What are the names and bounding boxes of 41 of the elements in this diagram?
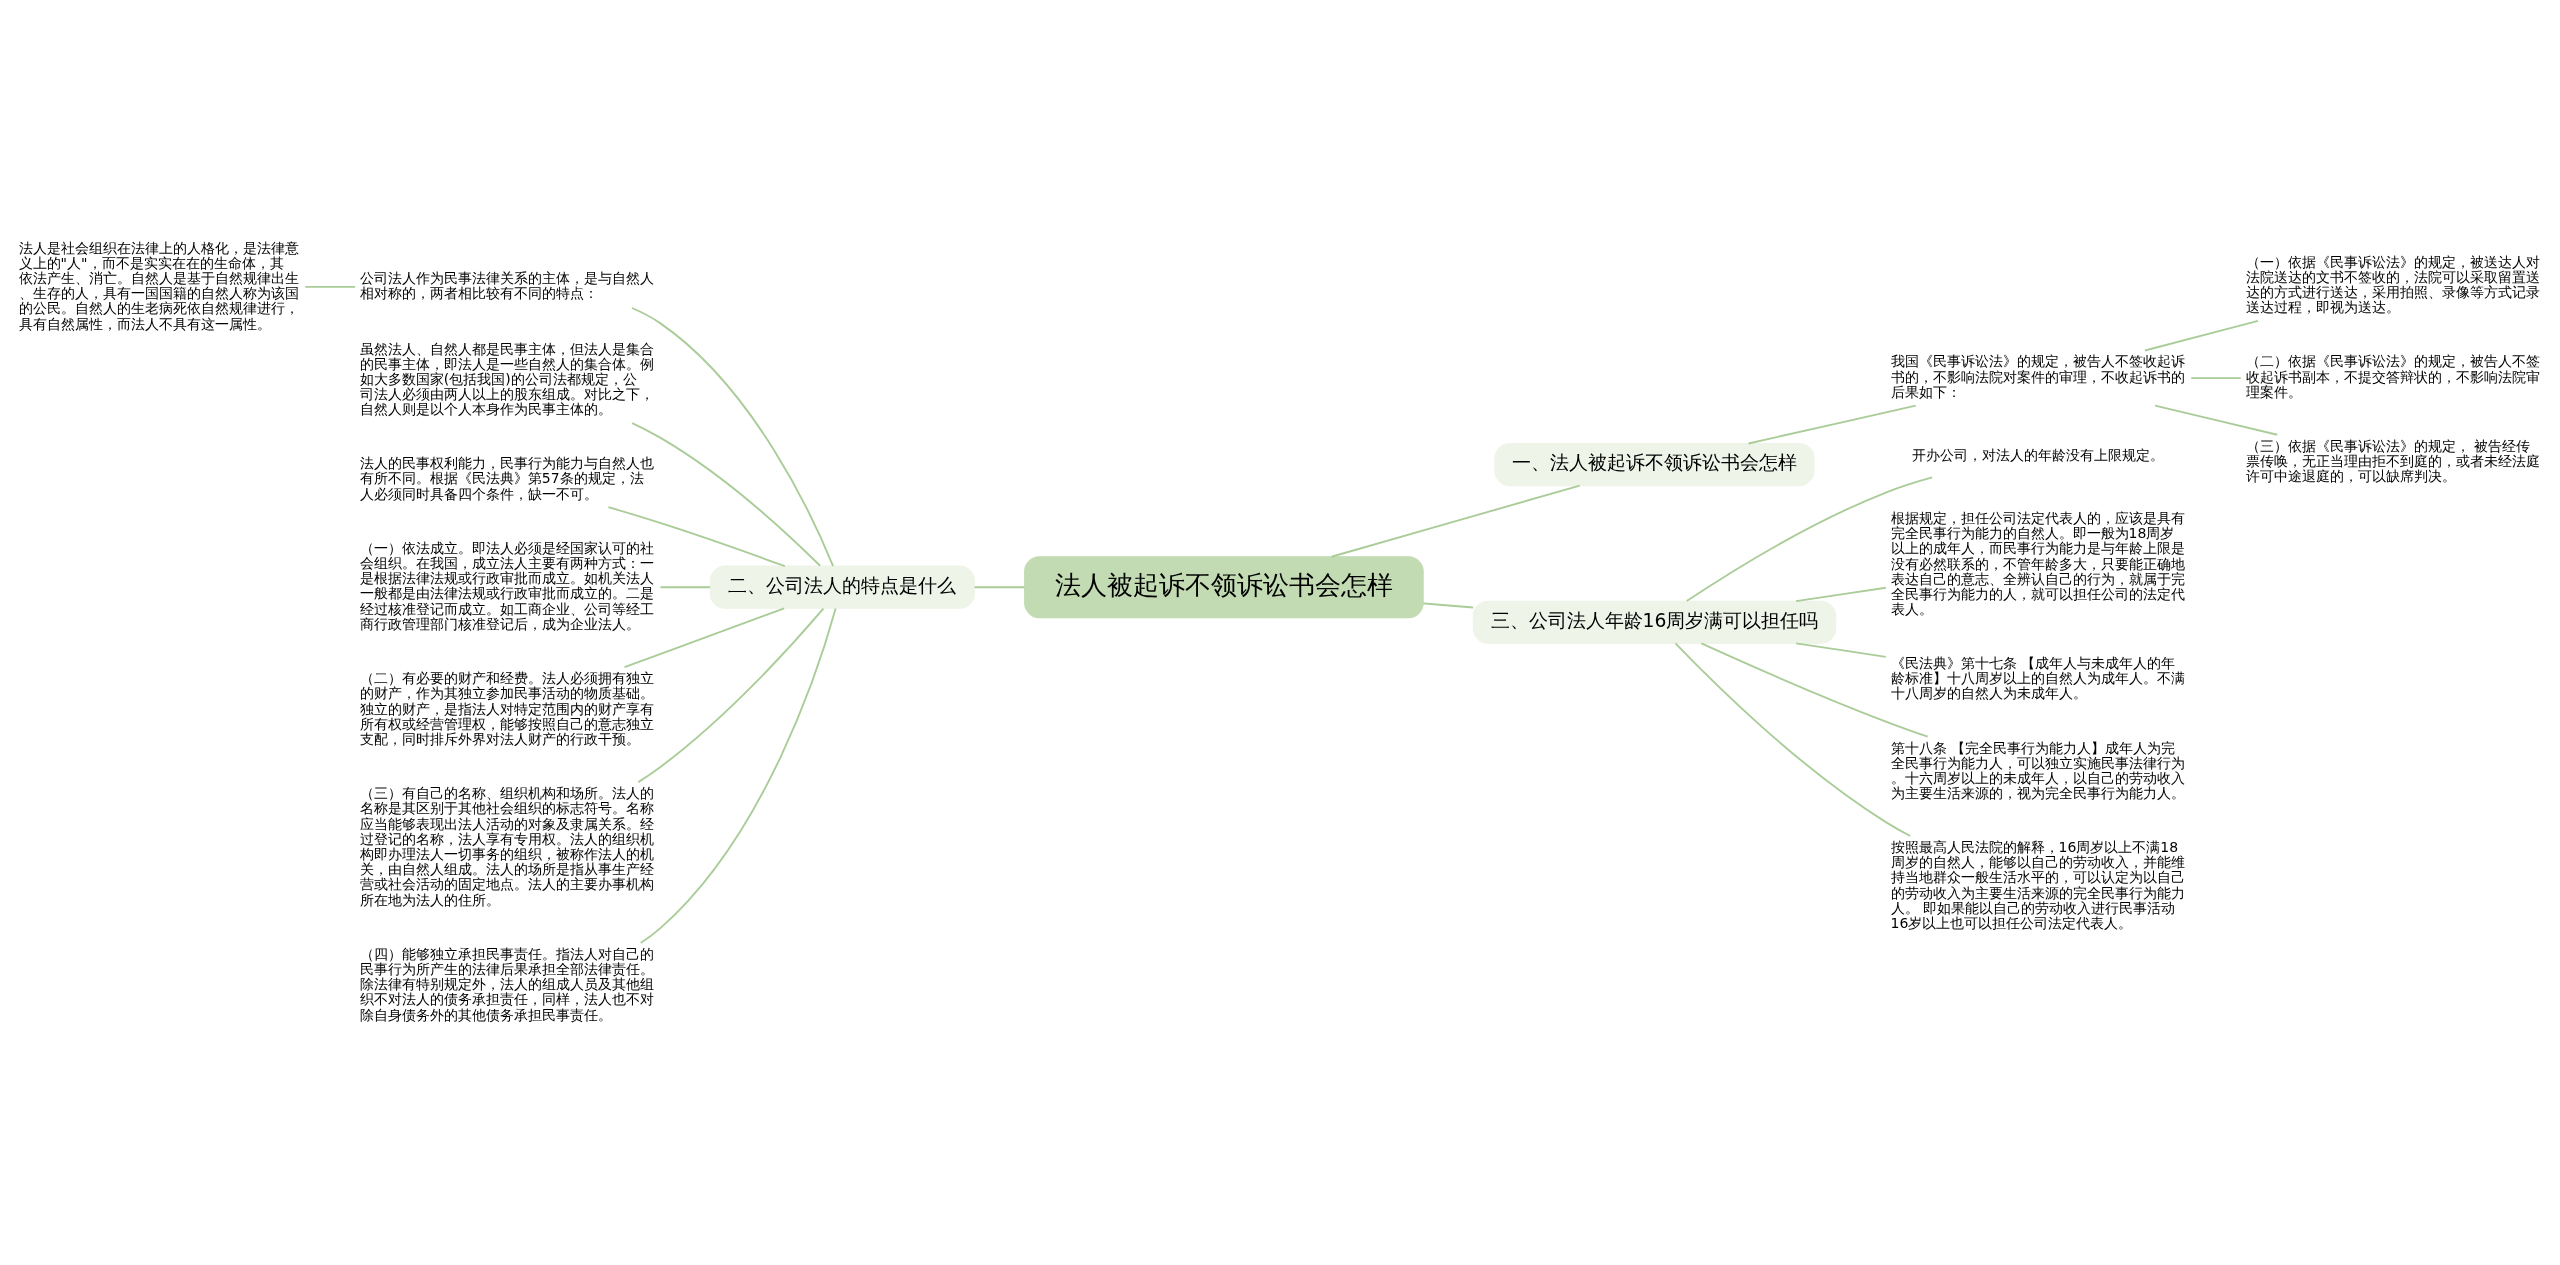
connector: [1700, 642, 1929, 738]
node-text: 按照最高人民法院的解释，16周岁以上不满18周岁的自然人，能够以自己的劳动收入，并能维持当地群众一般生活水平的，可以认定为以自己的劳动收入为主要生活来源的完全民事行为能力人。 即如果能以自己的劳动收入进行民事活动 16岁以上也可以担任公司法定代表人。: [1890, 839, 2185, 931]
node-text: 开办公司，对法人的年龄没有上限规定。: [1911, 446, 2164, 463]
connector: [659, 586, 712, 589]
connector: [1330, 484, 1581, 558]
node-text: （四）能够独立承担民事责任。指法人对自己的民事行为所产生的法律后果承担全部法律责任。除法律有特别规定外，法人的组成人员及其他组织不对法人的债务承担责任，同样，法人也不对除自身债务外的其他债务承担民事责任。: [359, 945, 654, 1023]
node-box: 二、公司法人的特点是什么: [709, 565, 976, 609]
connector: [973, 586, 1026, 589]
node-text: 法人是社会组织在法律上的人格化，是法律意义上的"人"，而不是实实在在的生命体，其依法产生、消亡。自然人是基于自然规律出生、生存的人，具有一国国籍的自然人称为该国的公民。自然人的生老病死依自然规律进行，具有自然属性，而法人不具有这一属性。: [18, 239, 299, 332]
node-text: （三）有自己的名称、组织机构和场所。法人的名称是其区别于其他社会组织的标志符号。名称应当能够表现出法人活动的对象及隶属关系。经过登记的名称，法人享有专用权。法人的组织机构即办理法人一切事务的组织，被称作法人的机关，由自然人组成。法人的场所是指从事生产经营或社会活动的固定地点。法人的主要办事机构所在地为法人的住所。: [359, 785, 654, 908]
node-box: 三、公司法人年龄16周岁满可以担任吗: [1472, 600, 1837, 644]
node-text: （三）依据《民事诉讼法》的规定， 被告经传票传唤，无正当理由拒不到庭的，或者未经法庭许可中途退庭的，可以缺席判决。: [2245, 437, 2540, 485]
node-text: 法人的民事权利能力，民事行为能力与自然人也有所不同。根据《民法典》第57条的规定，法人必须同时具备四个条件，缺一不可。: [359, 455, 654, 502]
node-text: 我国《民事诉讼法》的规定，被告人不签收起诉书的，不影响法院对案件的审理，不收起诉书的后果如下：: [1890, 353, 2185, 400]
connector: [631, 422, 822, 567]
connector: [631, 307, 835, 568]
connector: [637, 607, 825, 784]
connector: [1422, 602, 1475, 609]
connector: [623, 607, 786, 669]
node-box: 法人被起诉不领诉讼书会怎样: [1024, 556, 1424, 619]
node-text: 虽然法人、自然人都是民事主体，但法人是集合的民事主体，即法人是一些自然人的集合体。例如大多数国家(包括我国)的公司法都规定，公司法人必须由两人以上的股东组成。对比之下，自然人则是以个人本身作为民事主体的。: [359, 340, 654, 418]
connector: [1685, 476, 1934, 602]
connector: [2144, 319, 2259, 352]
connector: [1747, 404, 1917, 445]
connector: [304, 286, 357, 288]
node-text: 《民法典》第十七条 【成年人与未成年人的年龄标准】十八周岁以上的自然人为成年人。不满十八周岁的自然人为未成年人。: [1890, 654, 2185, 702]
connector: [2190, 377, 2242, 379]
node-box: 一、法人被起诉不领诉讼书会怎样: [1494, 442, 1815, 487]
node-text: 公司法人作为民事法律关系的主体，是与自然人相对称的，两者相比较有不同的特点：: [359, 269, 654, 302]
connector: [2154, 404, 2279, 436]
node-text: 根据规定，担任公司法定代表人的，应该是具有完全民事行为能力的自然人。即一般为18周岁以上的成年人，而民事行为能力是与年龄上限是没有必然联系的，不管年龄多大，只要能正确地表达自己的意志、全辨认自己的行为，就属于完全民事行为能力的人，就可以担任公司的法定代表人。: [1890, 510, 2185, 618]
connector: [1795, 586, 1887, 603]
node-text: （二）依据《民事诉讼法》的规定，被告人不签收起诉书副本，不提交答辩状的，不影响法院审理案件。: [2245, 353, 2540, 400]
connector: [1795, 642, 1887, 658]
node-text: 第十八条 【完全民事行为能力人】成年人为完全民事行为能力人，可以独立实施民事法律行为。十六周岁以上的未成年人，以自己的劳动收入为主要生活来源的，视为完全民事行为能力人。: [1890, 739, 2185, 802]
node-text: （二）有必要的财产和经费。法人必须拥有独立的财产，作为其独立参加民事活动的物质基础。独立的财产，是指法人对特定范围内的财产享有所有权或经营管理权，能够按照自己的意志独立支配，同时排斥外界对法人财产的行政干预。: [359, 670, 654, 747]
connector: [639, 607, 837, 944]
node-text: （一）依法成立。即法人必须是经国家认可的社会组织。在我国，成立法人主要有两种方式：一是根据法律法规或行政审批而成立。如机关法人一般都是由法律法规或行政审批而成立的。二是经过核准登记而成立。如工商企业、公司等经工商行政管理部门核准登记后，成为企业法人。: [359, 539, 654, 632]
connector: [1674, 642, 1912, 837]
connector: [607, 506, 786, 568]
node-text: （一）依据《民事诉讼法》的规定，被送达人对法院送达的文书不签收的，法院可以采取留置送达的方式进行送达，采用拍照、录像等方式记录送达过程，即视为送达。: [2245, 253, 2540, 316]
